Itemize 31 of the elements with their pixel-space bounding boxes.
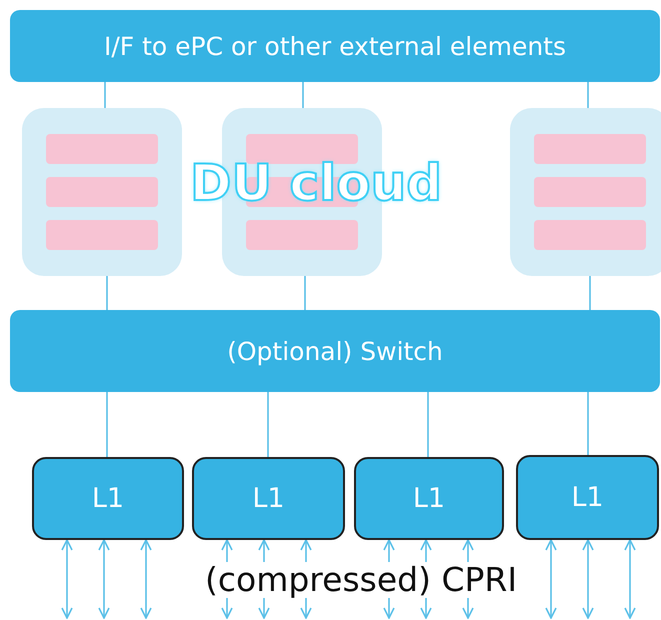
node-label: (Optional) Switch <box>227 336 443 366</box>
node-label: L1 <box>252 483 285 514</box>
arrow <box>582 539 594 619</box>
l1-box <box>516 455 659 540</box>
server-box <box>22 108 182 276</box>
connector-line <box>267 392 269 457</box>
l1-box <box>32 457 184 540</box>
arrow <box>624 539 636 619</box>
node-label: L1 <box>92 483 124 514</box>
arrow <box>545 539 557 619</box>
l1-box <box>192 457 345 540</box>
node-label: L1 <box>571 482 604 513</box>
connector-line <box>106 392 108 457</box>
connector-line <box>302 82 304 108</box>
cloud-label: DU cloud <box>190 154 442 212</box>
node-label: L1 <box>412 483 446 514</box>
connector-line <box>587 82 589 108</box>
connector-line <box>304 276 306 310</box>
arrow <box>140 539 152 619</box>
connector-line <box>104 82 106 108</box>
switch-bar <box>10 310 660 392</box>
server-box <box>510 108 661 276</box>
interface-bar <box>10 10 660 82</box>
l1-box <box>354 457 504 540</box>
connector-line <box>106 276 108 310</box>
connector-line <box>589 276 591 310</box>
arrow <box>61 539 73 619</box>
node-label: I/F to ePC or other external elements <box>104 32 566 60</box>
connector-line <box>587 392 589 455</box>
connector-line <box>427 392 429 457</box>
arrow <box>98 539 110 619</box>
